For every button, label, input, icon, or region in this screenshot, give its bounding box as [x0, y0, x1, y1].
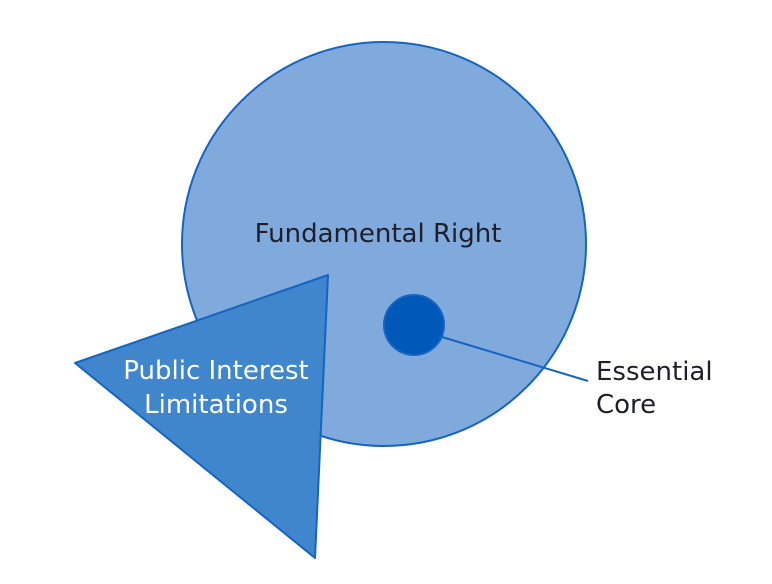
essential-core-leader-line — [441, 336, 589, 382]
essential-core-dot — [383, 294, 445, 356]
public-interest-limitations-label-line1: Public Interest — [123, 356, 308, 386]
public-interest-limitations-triangle — [74, 274, 329, 559]
public-interest-limitations-label-line2: Limitations — [144, 390, 288, 420]
fundamental-right-label: Fundamental Right — [255, 219, 502, 249]
essential-core-label-line1: Essential — [596, 357, 713, 387]
essential-core-label-line2: Core — [596, 390, 656, 420]
